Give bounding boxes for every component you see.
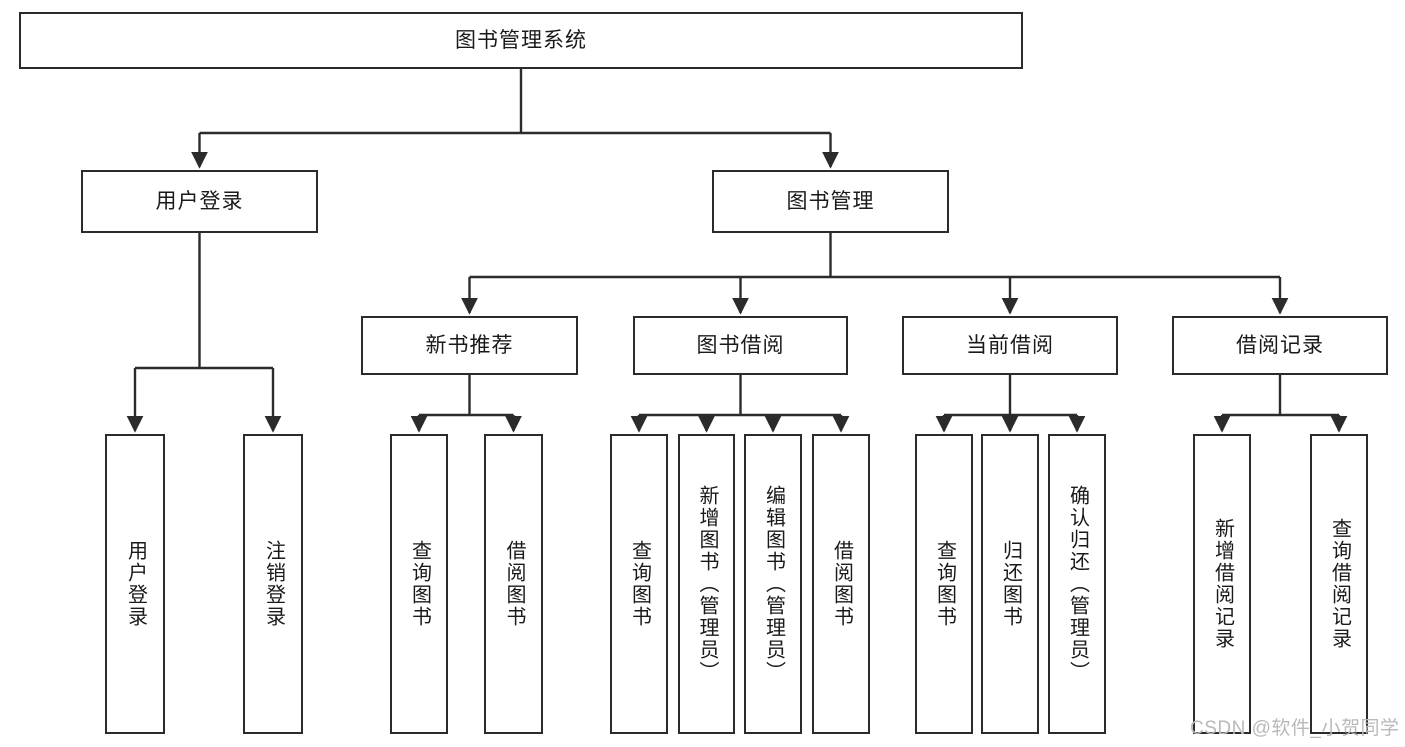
level1-node-2[interactable]: 图书管理 — [712, 170, 949, 233]
node-label: 借阅图书 — [503, 540, 525, 628]
watermark-text: CSDN @软件_小贺同学 — [1190, 718, 1400, 739]
node-label: 注销登录 — [262, 540, 285, 628]
leaf-node-12[interactable]: 新增借阅记录 — [1193, 434, 1251, 734]
leaf-node-7[interactable]: 编辑图书（管理员） — [744, 434, 802, 734]
node-label: 借阅记录 — [1236, 333, 1324, 357]
node-label: 确认归还（管理员） — [1066, 485, 1089, 683]
level2-node-3[interactable]: 当前借阅 — [902, 316, 1118, 375]
leaf-node-6[interactable]: 新增图书（管理员） — [678, 434, 735, 734]
node-label: 新增图书（管理员） — [696, 485, 718, 683]
node-label: 图书管理 — [786, 189, 875, 213]
node-label: 借阅图书 — [830, 540, 853, 628]
node-label: 编辑图书（管理员） — [762, 485, 785, 683]
leaf-node-3[interactable]: 查询图书 — [390, 434, 448, 734]
level1-node-1[interactable]: 用户登录 — [81, 170, 318, 233]
node-label: 新书推荐 — [425, 333, 514, 357]
leaf-node-8[interactable]: 借阅图书 — [812, 434, 870, 734]
node-label: 查询图书 — [628, 540, 651, 628]
level2-node-1[interactable]: 新书推荐 — [361, 316, 578, 375]
node-label: 用户登录 — [124, 540, 147, 628]
leaf-node-5[interactable]: 查询图书 — [610, 434, 668, 734]
node-label: 查询图书 — [933, 540, 956, 628]
root-node-book-management-system[interactable]: 图书管理系统 — [19, 12, 1023, 69]
level2-node-4[interactable]: 借阅记录 — [1172, 316, 1388, 375]
leaf-node-11[interactable]: 确认归还（管理员） — [1048, 434, 1106, 734]
node-label: 归还图书 — [999, 540, 1022, 628]
leaf-node-13[interactable]: 查询借阅记录 — [1310, 434, 1368, 734]
node-label: 新增借阅记录 — [1211, 518, 1234, 650]
leaf-node-2[interactable]: 注销登录 — [243, 434, 303, 734]
leaf-node-10[interactable]: 归还图书 — [981, 434, 1039, 734]
node-label: 图书管理系统 — [455, 28, 587, 52]
level2-node-2[interactable]: 图书借阅 — [633, 316, 848, 375]
node-label: 图书借阅 — [696, 333, 785, 357]
leaf-node-4[interactable]: 借阅图书 — [484, 434, 543, 734]
node-label: 查询借阅记录 — [1328, 518, 1351, 650]
leaf-node-1[interactable]: 用户登录 — [105, 434, 165, 734]
leaf-node-9[interactable]: 查询图书 — [915, 434, 973, 734]
node-label: 查询图书 — [408, 540, 431, 628]
node-label: 用户登录 — [155, 189, 244, 213]
node-label: 当前借阅 — [966, 333, 1054, 357]
